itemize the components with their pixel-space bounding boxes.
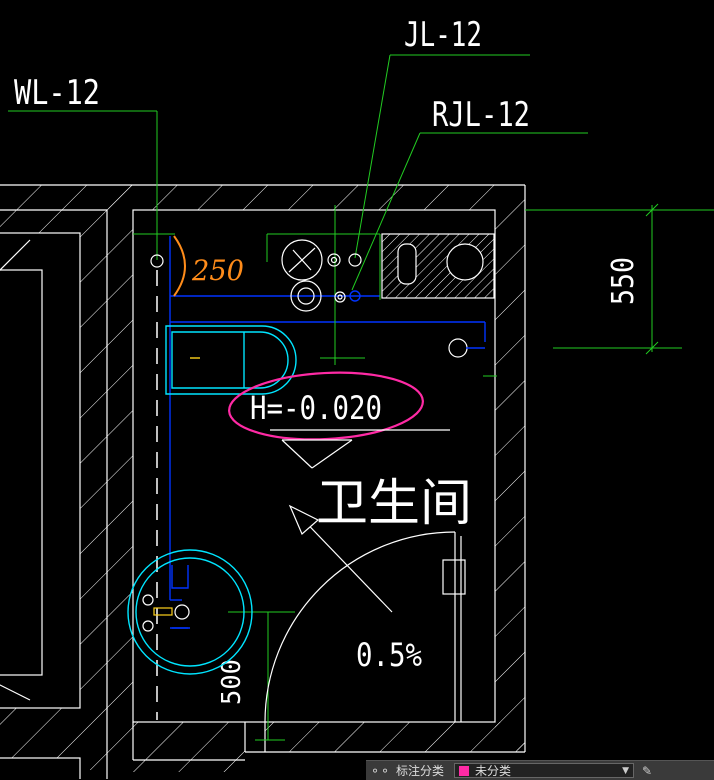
room-name-label: 卫生间 <box>316 474 472 532</box>
rjl-12-label: RJL-12 <box>432 95 530 135</box>
layer-toggle-icon[interactable]: ⚬⚬ <box>369 763 391 778</box>
bottom-toolbar: ⚬⚬ 标注分类 未分类 ▼ ✎ <box>366 760 714 780</box>
wall-outlines <box>0 184 526 779</box>
pink-markup-ellipse <box>228 371 424 441</box>
left-room-frame <box>0 232 81 779</box>
valve-fixtures <box>281 239 362 312</box>
slope-arrow <box>288 504 393 613</box>
leader-lines <box>8 54 588 291</box>
pipe-connectors <box>133 205 381 741</box>
category-color-swatch <box>459 765 470 776</box>
basin-fittings <box>142 565 190 632</box>
wl-12-label: WL-12 <box>14 73 100 113</box>
dimension-250-label: 250 <box>191 254 244 287</box>
pipe-riser-rjl-icon <box>349 290 361 302</box>
elevation-label: H=-0.020 <box>250 389 382 427</box>
annotation-category-dropdown[interactable]: 未分类 ▼ <box>454 763 635 778</box>
orange-markup-arc <box>173 235 186 297</box>
floor-drain-wl-icon <box>150 254 164 268</box>
selected-category: 未分类 <box>475 764 512 778</box>
dimension-500-label: 500 <box>217 659 247 705</box>
dimension-550 <box>525 203 714 355</box>
chevron-down-icon: ▼ <box>622 765 630 776</box>
jl-12-label: JL-12 <box>404 15 482 55</box>
edit-pen-icon[interactable]: ✎ <box>641 763 653 778</box>
dimension-550-label: 550 <box>606 257 641 305</box>
slope-label: 0.5% <box>356 636 422 674</box>
door <box>264 531 466 723</box>
double-sink <box>381 233 495 299</box>
right-drain <box>448 338 497 377</box>
annotation-category-label: 标注分类 <box>396 764 445 778</box>
elevation-triangle <box>270 429 450 469</box>
washbasin <box>127 549 253 675</box>
bathtub <box>165 325 297 395</box>
